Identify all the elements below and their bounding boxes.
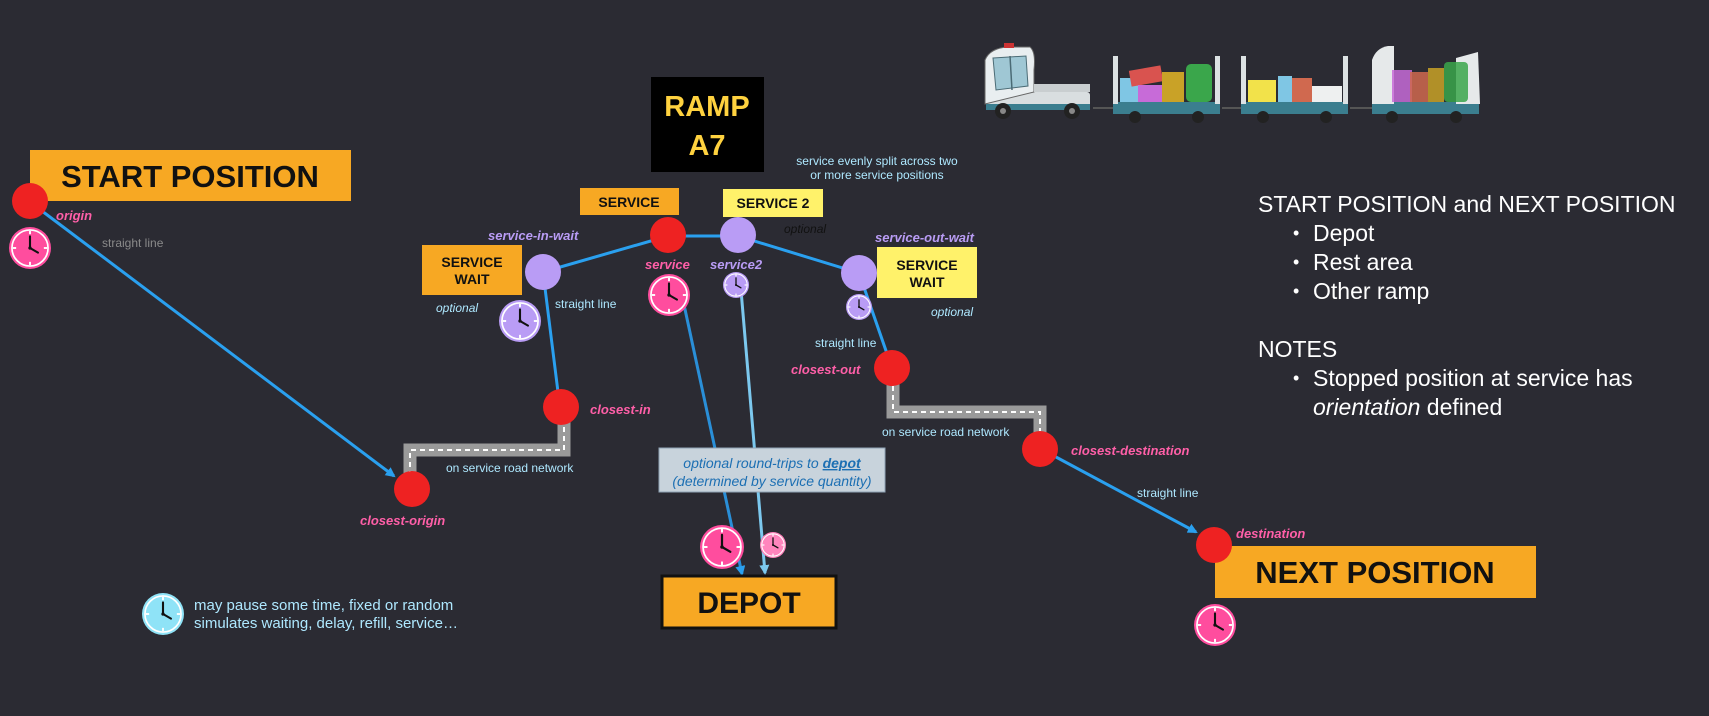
svg-text:SERVICE: SERVICE	[598, 194, 659, 210]
service-wait-box: SERVICE WAIT	[422, 245, 522, 295]
list-item: Other ramp	[1293, 277, 1676, 306]
legend-clock-icon	[142, 593, 184, 635]
annotation-road-network-in: on service road network	[446, 461, 574, 475]
round-trips-note: optional round-trips to depot (determine…	[658, 447, 886, 493]
clock-icon	[648, 274, 690, 316]
side-heading-notes: NOTES	[1258, 336, 1338, 362]
node-service	[650, 217, 686, 253]
round-trip-service2-arrow	[739, 289, 770, 575]
svg-text:A7: A7	[688, 130, 725, 162]
annotations: straight line straight line straight lin…	[102, 154, 1199, 500]
note-text: Stopped position at service has	[1313, 365, 1633, 391]
svg-text:(determined by service quantit: (determined by service quantity)	[672, 473, 871, 489]
clock-icon	[9, 227, 51, 269]
node-closest-out	[874, 350, 910, 386]
clock-icon	[723, 272, 749, 298]
node-closest-origin	[394, 471, 430, 507]
annotation-road-network-out: on service road network	[882, 425, 1010, 439]
annotation-service-split-1: service evenly split across two	[796, 154, 958, 168]
svg-text:NEXT POSITION: NEXT POSITION	[1255, 555, 1494, 590]
nodes	[12, 183, 1232, 563]
path-closest-dest-to-destination	[1040, 447, 1198, 534]
svg-text:SERVICE 2: SERVICE 2	[737, 195, 810, 211]
list-item: Depot	[1293, 219, 1676, 248]
node-service-out-wait	[841, 255, 877, 291]
road-network	[403, 368, 1047, 485]
annotation-straight-line-out: straight line	[815, 336, 877, 350]
svg-text:SERVICE: SERVICE	[441, 254, 502, 270]
label-closest-origin: closest-origin	[360, 513, 445, 528]
path-wait-to-service	[542, 234, 669, 274]
straight-paths	[29, 200, 1198, 534]
clock-icon	[1194, 604, 1236, 646]
baggage-cart	[1350, 46, 1480, 123]
depot-box: DEPOT	[660, 574, 838, 630]
svg-text:optional round-trips to depot: optional round-trips to depot	[683, 455, 862, 471]
svg-text:DEPOT: DEPOT	[697, 587, 800, 620]
list-item: Rest area	[1293, 248, 1676, 277]
legend-line-1: may pause some time, fixed or random	[194, 597, 454, 614]
start-position-box: START POSITION	[30, 150, 351, 201]
baggage-cart	[1222, 56, 1348, 123]
clock-icon	[846, 294, 872, 320]
node-closest-destination	[1022, 431, 1058, 467]
service-out-wait-box: SERVICE WAIT	[877, 247, 977, 298]
side-heading-positions: START POSITION and NEXT POSITION	[1258, 191, 1676, 217]
list-item: Stopped position at service has orientat…	[1293, 364, 1676, 422]
label-service-in-wait: service-in-wait	[488, 228, 579, 243]
annotation-straight-line-origin: straight line	[102, 236, 164, 250]
pause-clocks	[9, 227, 1236, 646]
label-service2: service2	[710, 257, 763, 272]
clock-icon	[700, 525, 744, 569]
svg-text:SERVICE: SERVICE	[896, 257, 957, 273]
path-origin-to-closest-origin	[29, 200, 396, 478]
annotation-optional-service2: optional	[784, 222, 826, 236]
node-closest-in	[543, 389, 579, 425]
clock-icon	[760, 532, 786, 558]
node-service-in-wait	[525, 254, 561, 290]
label-service: service	[645, 257, 690, 272]
svg-text:START POSITION: START POSITION	[61, 159, 319, 194]
service-box: SERVICE	[580, 188, 679, 215]
service2-box: SERVICE 2	[723, 189, 823, 217]
ramp-sign: RAMP A7	[651, 77, 764, 172]
annotation-straight-line-dest: straight line	[1137, 486, 1199, 500]
legend-line-2: simulates waiting, delay, refill, servic…	[194, 615, 458, 632]
svg-text:WAIT: WAIT	[910, 274, 945, 290]
path-closest-in-to-wait	[541, 271, 562, 409]
baggage-tug-train-illustration	[984, 43, 1480, 123]
annotation-straight-line-in: straight line	[555, 297, 617, 311]
node-destination	[1196, 527, 1232, 563]
node-service2	[720, 217, 756, 253]
note-text: defined	[1420, 394, 1503, 420]
node-origin	[12, 183, 48, 219]
label-destination: destination	[1236, 526, 1305, 541]
label-service-out-wait: service-out-wait	[875, 230, 975, 245]
annotation-optional-in: optional	[436, 301, 478, 315]
positions-list: Depot Rest area Other ramp	[1258, 219, 1676, 306]
label-closest-in: closest-in	[590, 402, 651, 417]
notes-list: Stopped position at service has orientat…	[1258, 364, 1676, 422]
label-closest-destination: closest-destination	[1071, 443, 1190, 458]
path-service2-to-out-wait	[737, 234, 860, 275]
clock-icon	[499, 300, 541, 342]
next-position-box: NEXT POSITION	[1215, 546, 1536, 598]
node-labels: origin closest-origin closest-in service…	[56, 208, 1305, 541]
annotation-optional-out: optional	[931, 305, 973, 319]
pause-legend: may pause some time, fixed or random sim…	[194, 597, 458, 633]
baggage-cart	[1093, 56, 1220, 123]
label-origin: origin	[56, 208, 92, 223]
tug-vehicle	[984, 43, 1090, 119]
note-emphasis: orientation	[1313, 394, 1421, 420]
side-panel: START POSITION and NEXT POSITION Depot R…	[1258, 190, 1676, 422]
annotation-service-split-2: or more service positions	[810, 168, 943, 182]
label-closest-out: closest-out	[791, 362, 861, 377]
svg-text:RAMP: RAMP	[664, 91, 749, 123]
svg-text:WAIT: WAIT	[455, 271, 490, 287]
